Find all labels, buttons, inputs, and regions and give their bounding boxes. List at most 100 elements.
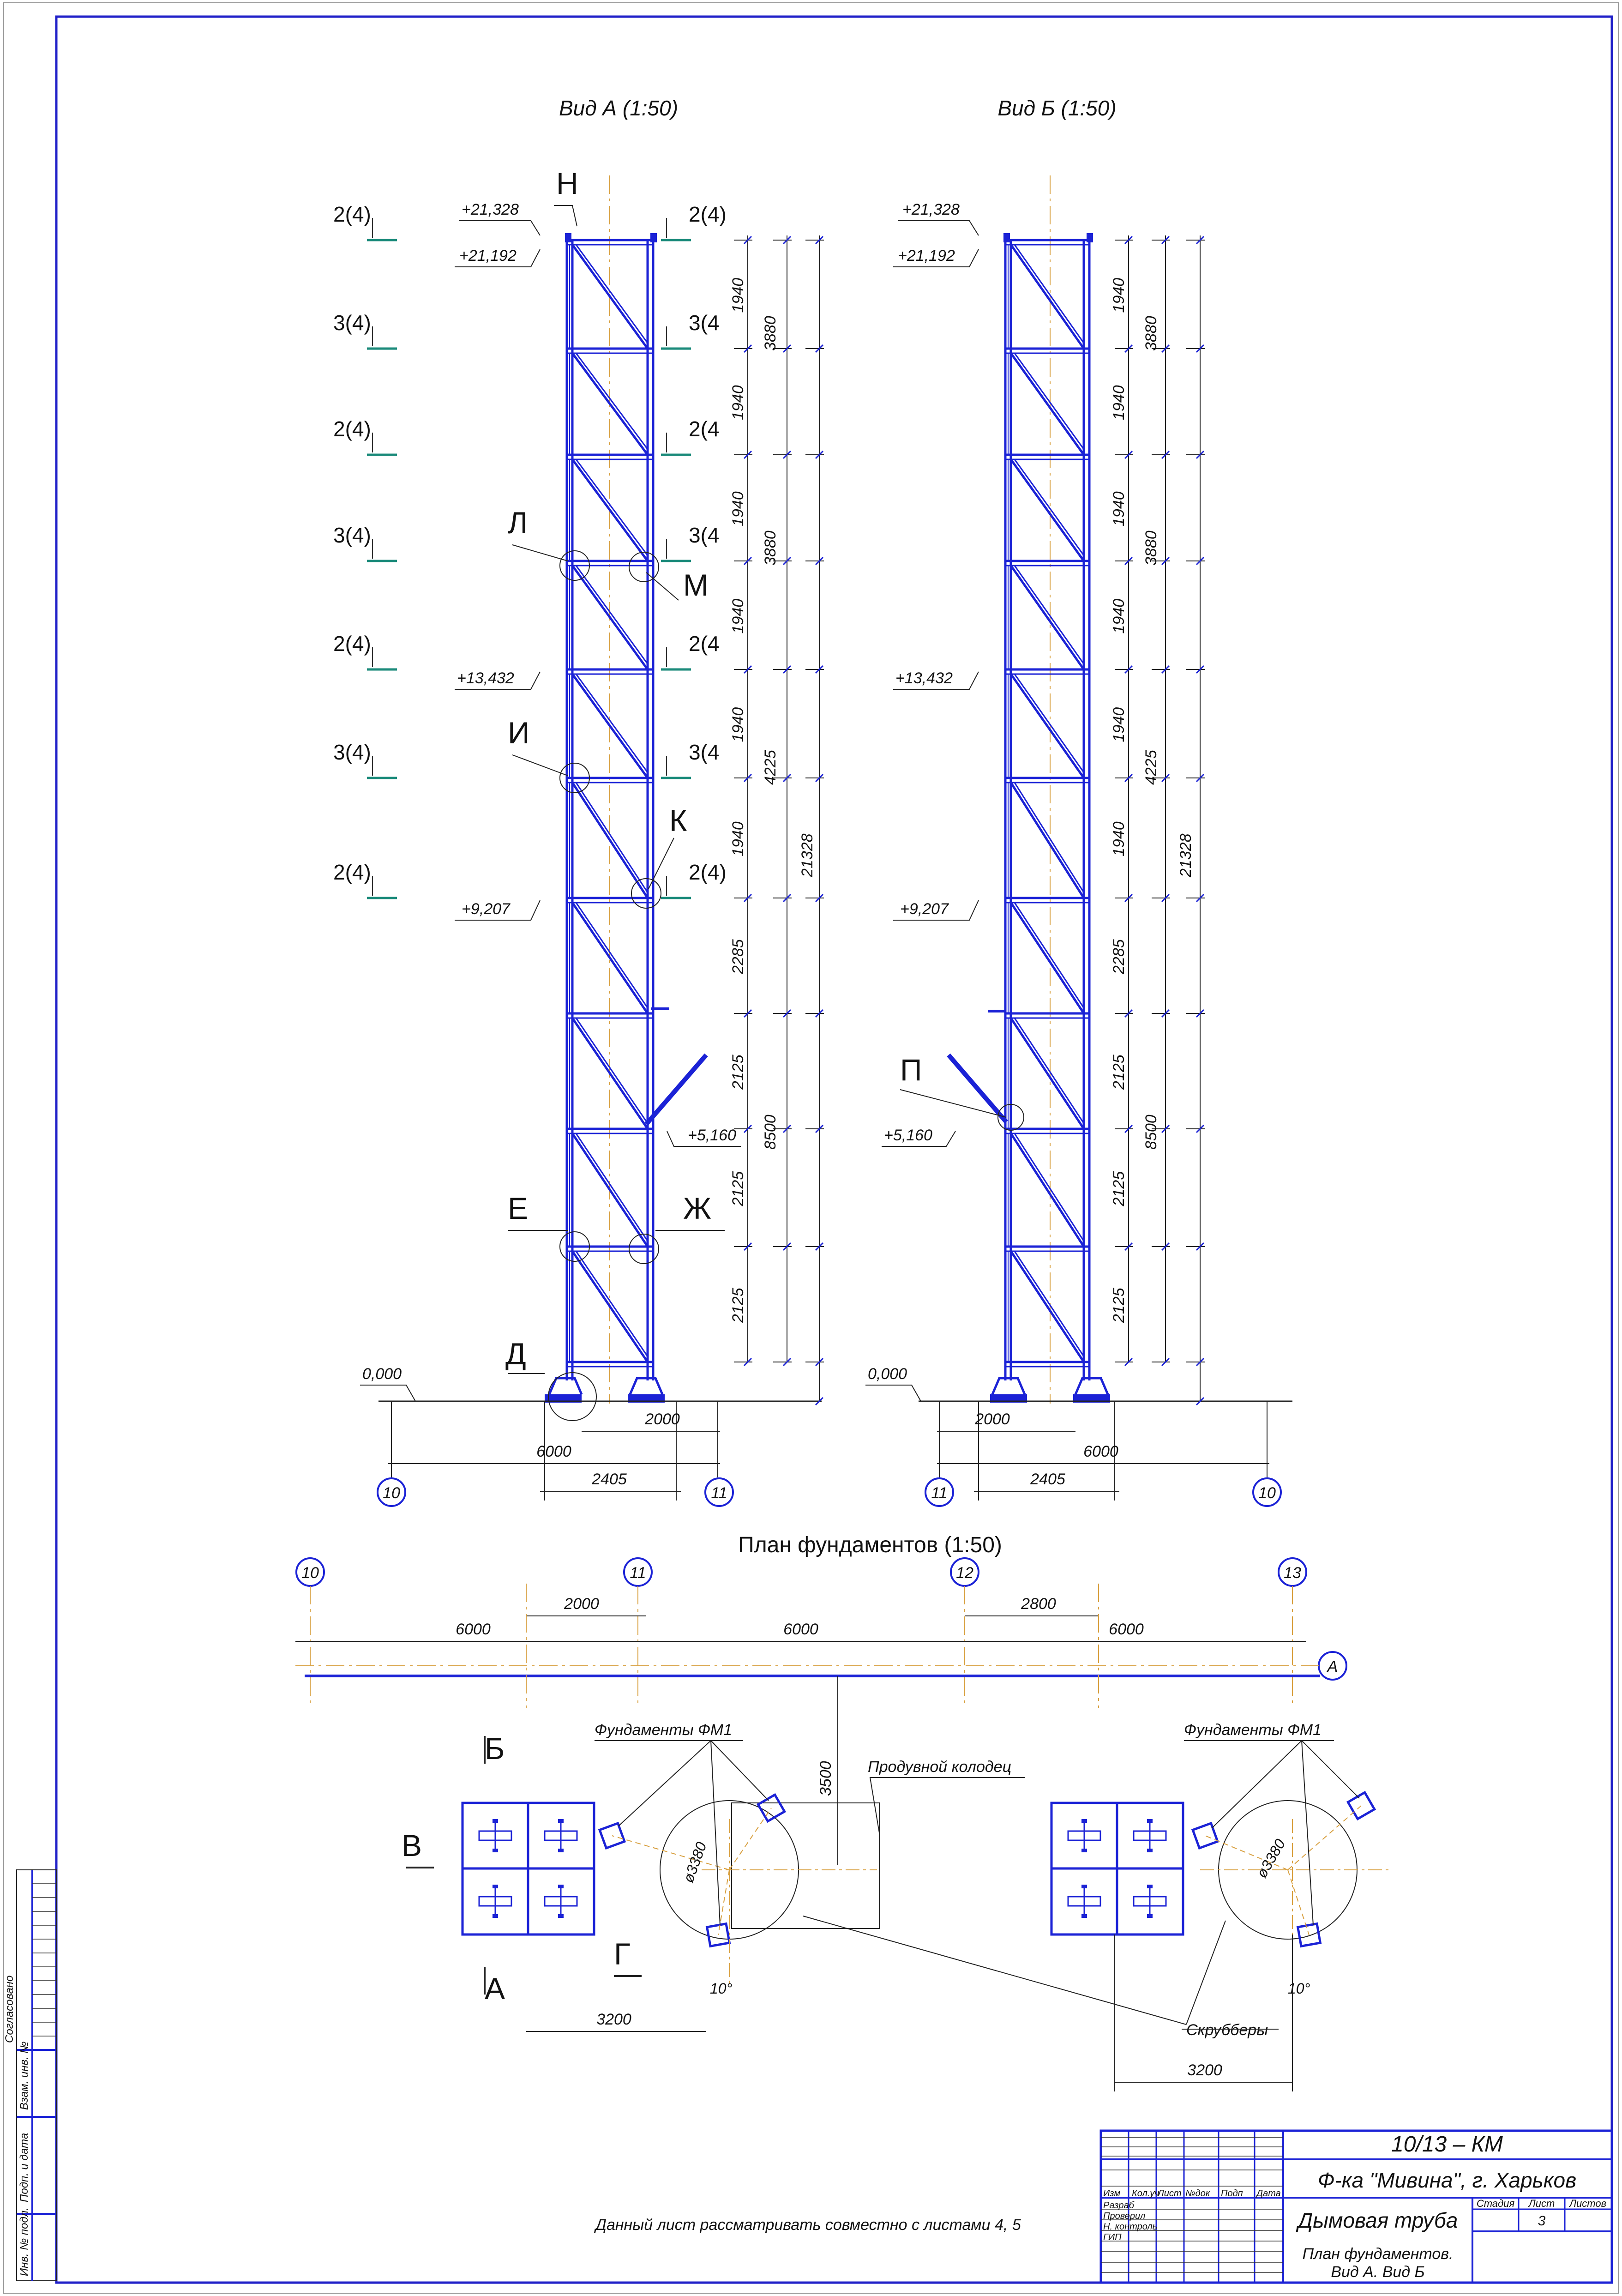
axis-a-10: 10 bbox=[383, 1484, 400, 1502]
elev-b-mid1: +13,432 bbox=[895, 669, 953, 687]
plan-axes: 10 11 12 13 А 6000 2000 6000 2800 6000 bbox=[295, 1557, 1347, 1708]
section-mark-left-6: 3(4) bbox=[333, 740, 371, 764]
plan-blow-well: Продувной колодец bbox=[868, 1758, 1011, 1776]
seg-dim-b-3: 1940 bbox=[1110, 491, 1128, 526]
plan-dim-2800: 2800 bbox=[1021, 1595, 1056, 1613]
plan-dim-3200-right: 3200 bbox=[1187, 2061, 1222, 2079]
plan-angle-left: 10° bbox=[710, 1980, 733, 1997]
elevations-view-b: +21,328 +21,192 +13,432 +9,207 +5,160 0,… bbox=[865, 201, 979, 1402]
plan-right-group: ø3380 10° Фундаменты ФМ1 Скрубберы 3200 bbox=[803, 1721, 1389, 2091]
plan-foundations-left: Фундаменты ФМ1 bbox=[595, 1721, 732, 1739]
seg-dim-b-8: 2125 bbox=[1110, 1055, 1128, 1090]
plan-dim-2000: 2000 bbox=[564, 1595, 599, 1613]
sheet-border bbox=[3, 2, 1619, 2294]
plan-dim-3500: 3500 bbox=[817, 1761, 835, 1796]
group-dim-b-4: 8500 bbox=[1142, 1115, 1160, 1150]
plan-axis-13: 13 bbox=[1284, 1564, 1301, 1582]
tb-role-nkontrol: Н. контроль bbox=[1103, 2222, 1157, 2232]
section-mark-left-7: 2(4) bbox=[333, 860, 371, 884]
tb-col-podp: Подп bbox=[1221, 2188, 1243, 2199]
callout-d: Д bbox=[505, 1337, 526, 1371]
stamp-agreed: Согласовано bbox=[3, 1976, 16, 2043]
group-dim-a-4: 8500 bbox=[762, 1115, 779, 1150]
title-block: 10/13 – КМ Ф-ка "Мивина", г. Харьков Дым… bbox=[1099, 2129, 1613, 2284]
seg-dim-a-6: 1940 bbox=[729, 821, 747, 856]
plan-diam-right: ø3380 bbox=[1253, 1836, 1289, 1881]
tb-col-data: Дата bbox=[1256, 2188, 1281, 2199]
tb-col-list: Лист bbox=[1157, 2188, 1182, 2199]
plan-scrubbers: Скрубберы bbox=[1186, 2021, 1268, 2039]
stamp-inv-replace: Взам. инв. № bbox=[18, 2042, 30, 2110]
elev-a-mid1: +13,432 bbox=[457, 669, 514, 687]
callout-l: Л bbox=[508, 506, 528, 540]
seg-dim-a-1: 1940 bbox=[729, 278, 747, 313]
axis-a-11: 11 bbox=[711, 1484, 727, 1502]
plan-axis-10: 10 bbox=[301, 1564, 319, 1582]
elev-b-top2: +21,192 bbox=[898, 247, 955, 265]
elev-a-top1: +21,328 bbox=[462, 201, 519, 218]
plan-view-a-mark: А bbox=[485, 1971, 505, 2006]
seg-dim-b-9: 2125 bbox=[1110, 1171, 1128, 1207]
side-stamp: Согласовано Взам. инв. № Подп. и дата Ин… bbox=[3, 1869, 57, 2281]
elev-b-top1: +21,328 bbox=[902, 201, 960, 218]
tb-col-izm: Изм bbox=[1103, 2188, 1120, 2199]
section-mark-left-3: 2(4) bbox=[333, 417, 371, 441]
tb-sheet-title: План фундаментов. bbox=[1303, 2245, 1454, 2263]
drawing-frame bbox=[55, 15, 1613, 2284]
dims-view-a bbox=[734, 235, 824, 1406]
section-mark-right-7: 2(4) bbox=[689, 860, 727, 884]
base-dims-view-a: 2000 6000 2405 10 11 bbox=[377, 1401, 734, 1507]
callout-m: М bbox=[683, 568, 709, 602]
total-dim-a: 21328 bbox=[799, 833, 816, 878]
seg-dim-a-2: 1940 bbox=[729, 385, 747, 420]
base-a-2405: 2405 bbox=[591, 1470, 627, 1488]
seg-dim-b-1: 1940 bbox=[1110, 278, 1128, 313]
plan-diam-left: ø3380 bbox=[680, 1840, 710, 1885]
plan-axis-a: А bbox=[1327, 1658, 1338, 1675]
seg-dim-b-4: 1940 bbox=[1110, 599, 1128, 634]
plan-axis-11: 11 bbox=[630, 1564, 646, 1582]
callout-k: К bbox=[669, 803, 687, 838]
tower-view-b bbox=[947, 175, 1110, 1404]
callout-p: П bbox=[900, 1053, 922, 1087]
plan-view-v-mark: В bbox=[402, 1828, 422, 1862]
tb-sheet-subtitle: Вид А. Вид Б bbox=[1331, 2263, 1424, 2281]
axis-b-10: 10 bbox=[1258, 1484, 1276, 1502]
callout-n: Н bbox=[556, 166, 578, 200]
base-a-2000: 2000 bbox=[644, 1410, 680, 1428]
axis-b-11: 11 bbox=[931, 1484, 947, 1502]
section-mark-left-5: 2(4) bbox=[333, 632, 371, 656]
group-dim-a-1: 3880 bbox=[762, 316, 779, 351]
tb-role-razrab: Разраб bbox=[1103, 2200, 1135, 2211]
plan-left-group: ø3380 10° Фундаменты ФМ1 Продувной колод… bbox=[402, 1676, 1025, 2032]
tb-object: Дымовая труба bbox=[1296, 2208, 1458, 2232]
section-mark-right-2: 3(4 bbox=[689, 311, 719, 335]
elev-b-zero: 0,000 bbox=[868, 1365, 907, 1383]
section-mark-left-4: 3(4) bbox=[333, 523, 371, 547]
base-b-2405: 2405 bbox=[1030, 1470, 1065, 1488]
tb-stage-label: Стадия bbox=[1477, 2198, 1515, 2209]
section-mark-left-1: 2(4) bbox=[333, 202, 371, 226]
elevations-view-a: +21,328 +21,192 +13,432 +9,207 +5,160 0,… bbox=[360, 201, 741, 1402]
group-dim-b-2: 3880 bbox=[1142, 530, 1160, 566]
elev-a-mid2: +9,207 bbox=[462, 900, 511, 918]
plan-axis-12: 12 bbox=[956, 1564, 973, 1582]
section-mark-right-6: 3(4 bbox=[689, 740, 719, 764]
base-b-2000: 2000 bbox=[974, 1410, 1010, 1428]
stamp-sign-date: Подп. и дата bbox=[18, 2133, 30, 2202]
seg-dim-b-5: 1940 bbox=[1110, 707, 1128, 742]
tb-role-gip: ГИП bbox=[1103, 2232, 1122, 2242]
callouts-view-a: Н Л М И К Е Ж Д bbox=[505, 166, 725, 1421]
seg-dim-b-2: 1940 bbox=[1110, 385, 1128, 420]
seg-dim-a-10: 2125 bbox=[729, 1288, 747, 1323]
callout-zh: Ж bbox=[683, 1191, 711, 1225]
section-mark-right-5: 2(4 bbox=[689, 632, 719, 656]
elev-a-zero: 0,000 bbox=[362, 1365, 402, 1383]
base-b-6000: 6000 bbox=[1083, 1443, 1118, 1460]
callouts-view-b: П bbox=[900, 1053, 1024, 1131]
seg-dim-a-5: 1940 bbox=[729, 707, 747, 742]
section-mark-right-1: 2(4) bbox=[689, 202, 727, 226]
group-dim-a-2: 3880 bbox=[762, 530, 779, 566]
tb-code: 10/13 – КМ bbox=[1391, 2132, 1503, 2157]
